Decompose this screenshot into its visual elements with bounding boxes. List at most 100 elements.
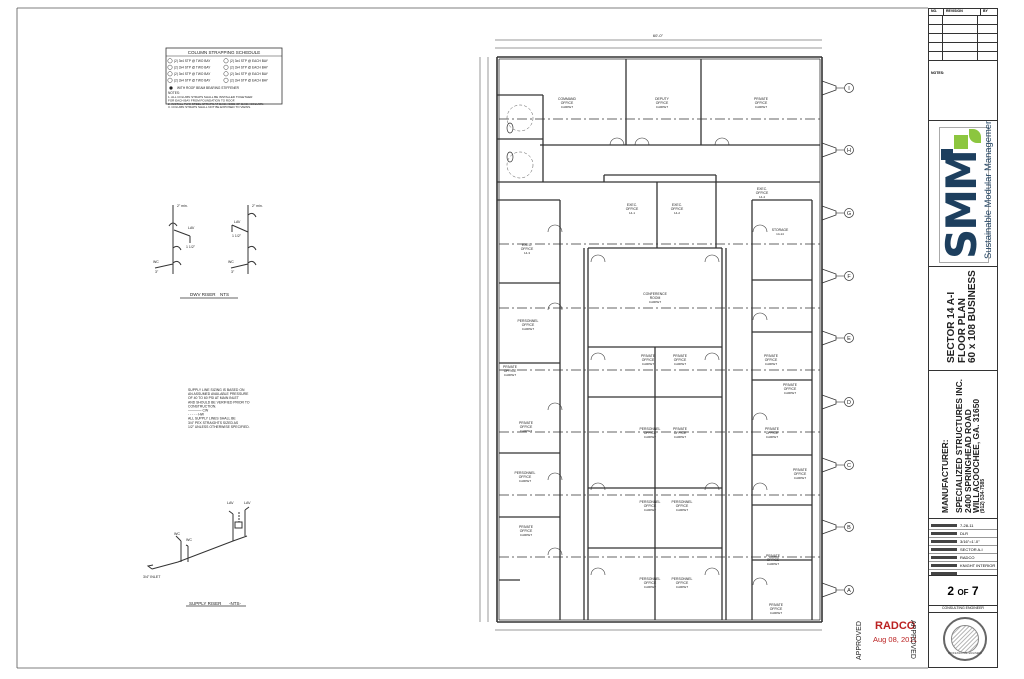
dwv-lav-label: LAV [188, 226, 195, 230]
room-finish: CARPET [676, 508, 688, 512]
supply-note-line: AN ASSUMED AVAILABLE PRESSURE [188, 392, 249, 396]
room-name: COMMAND [558, 97, 576, 101]
dwv-vent-label: 2" min. [177, 204, 188, 208]
turning-radius [506, 151, 534, 179]
door-swing [547, 472, 563, 481]
logo-letters: SMM [937, 151, 986, 259]
door-swing [752, 312, 768, 321]
door-swing [752, 482, 768, 491]
notes-label: NOTES: [931, 71, 945, 75]
room-finish: CARPET [520, 533, 532, 537]
door-swing [547, 302, 563, 311]
room-name: OFFICE [642, 358, 655, 362]
room-name: OFFICE [520, 529, 533, 533]
grid-bubble [844, 460, 854, 470]
dwv-lav-label: LAV [234, 220, 241, 224]
room-name: OFFICE [520, 425, 533, 429]
supply-note-line: 3/4" PEX STRAIGHTS SIZED AS [188, 421, 239, 425]
room-name: OFFICE [794, 472, 807, 476]
logo-tagline: Sustainable Modular Management [982, 121, 993, 259]
dwv-riser-title: DWV RISER [190, 292, 216, 297]
schedule-row: (2) 3x4 STP @ TWO BAY [174, 66, 211, 70]
door-swing [590, 567, 606, 576]
column-bracket [821, 80, 837, 96]
room-name: PERSONNEL [672, 500, 693, 504]
room-name: PRIVATE [765, 427, 780, 431]
room-name: OFFICE [674, 431, 687, 435]
room-name: EXEC. [522, 243, 532, 247]
room-finish: CARPET [674, 435, 686, 439]
room-name: OFFICE [644, 504, 657, 508]
grid-bubble [844, 145, 854, 155]
approval-stamp: APPROVED RADCO Aug 08, 2011 APPROVED [856, 618, 920, 668]
schedule-row: (2) 3x4 STP @ EACH BAY [230, 72, 269, 76]
grid-label: A [847, 588, 851, 594]
dwv-vent-label: 2" min. [252, 204, 263, 208]
info-value: RADCO [960, 555, 975, 560]
door-swing [609, 137, 625, 146]
info-row: DATE:7-28-11 [929, 522, 997, 530]
sheet-title-box: SECTOR 14 A-I FLOOR PLAN 60 x 108 BUSINE… [929, 267, 997, 371]
door-swing [714, 137, 730, 146]
door-swing [634, 137, 650, 146]
info-row: CLIENT:RADCO [929, 554, 997, 562]
room-name: OFFICE [765, 358, 778, 362]
grid-label: E [847, 336, 851, 342]
approved-label-right: APPROVED [909, 620, 916, 659]
door-swing [547, 224, 563, 233]
room-name: PRIVATE [764, 354, 779, 358]
schedule-note: 1. ALL COLUMN STRAPS SHALL BE INSTALLED … [168, 95, 253, 99]
smm-logo: SMM Sustainable Modular Management [929, 121, 997, 267]
manufacturer-label: MANUFACTURER: [940, 439, 950, 513]
room-name: OFFICE [644, 431, 657, 435]
room-name: OFFICE [766, 431, 779, 435]
grid-bubble [844, 585, 854, 595]
info-key: SCALE: [931, 540, 957, 543]
manufacturer-line: (912) 534-7585 [980, 478, 987, 513]
schedule-marker [167, 71, 173, 77]
notes-box: NOTES: [929, 61, 997, 121]
room-name: OFFICE [784, 387, 797, 391]
room-name: PERSONNEL [515, 471, 536, 475]
door-swing [752, 224, 768, 233]
sheet-title-line: SECTOR 14 A-I [946, 291, 957, 363]
schedule-note: 2. INSTALL TWO STEEL STRAPS AT EACH SIDE… [168, 102, 264, 106]
leaf-icon [969, 129, 981, 143]
room-finish: CARPET [644, 508, 656, 512]
legend-marker [169, 86, 173, 90]
room-name: PRIVATE [673, 354, 688, 358]
room-name: OFFICE [519, 475, 532, 479]
supply-lav-label: LAV [244, 501, 251, 505]
grid-bubble [844, 397, 854, 407]
room-finish: CARPET [520, 429, 532, 433]
seal-text: PROFESSIONAL ENGINEER [947, 652, 983, 655]
room-name: PRIVATE [754, 97, 769, 101]
grid-bubble [844, 522, 854, 532]
room-name: DEPUTY [655, 97, 669, 101]
room-name: PERSONNEL [640, 427, 661, 431]
approval-date: Aug 08, 2011 [873, 635, 918, 644]
logo-green-square [954, 135, 968, 149]
schedule-notes-label: NOTES: [168, 91, 180, 95]
door-swing [752, 577, 768, 586]
room-name: STORAGE [772, 228, 789, 232]
dwv-riser-diagram [154, 205, 257, 299]
info-row: CONSTRUCTION:KNIGHT INTERIOR [929, 562, 997, 570]
room-finish: 14-2 [674, 211, 680, 215]
room-name: PRIVATE [793, 468, 808, 472]
info-key: DWG: [931, 548, 957, 551]
room-name: PRIVATE [769, 603, 784, 607]
room-name: OFFICE [755, 101, 768, 105]
room-name: OFFICE [626, 207, 639, 211]
supply-riser-title: SUPPLY RISER [189, 601, 222, 606]
sheet-total: 7 [971, 584, 979, 598]
room-name: OFFICE [656, 101, 669, 105]
column-bracket [821, 142, 837, 158]
column-bracket [821, 519, 837, 535]
drawing-info: DATE:7-28-11DRAWN BY:DLRSCALE:3/16"=1'-0… [929, 519, 997, 576]
info-value: KNIGHT INTERIOR [960, 563, 996, 568]
room-name: OFFICE [674, 358, 687, 362]
room-name: CONFERENCE [643, 292, 667, 296]
